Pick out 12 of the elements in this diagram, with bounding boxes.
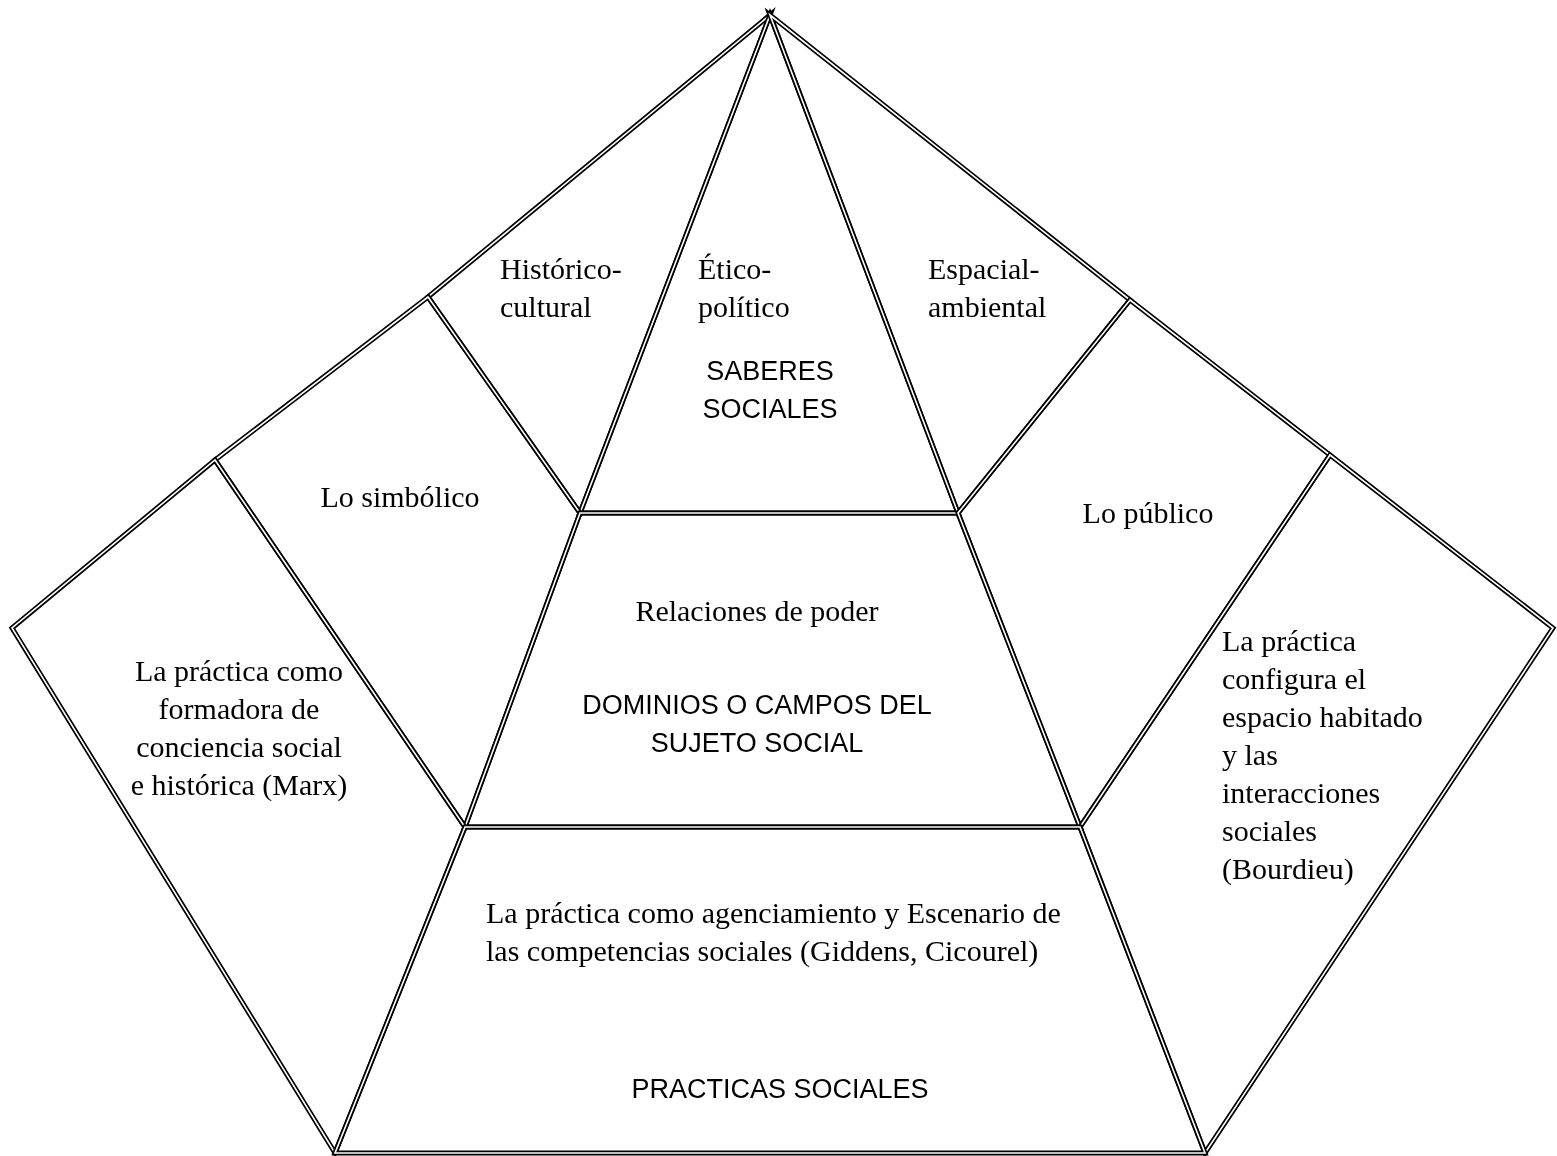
region-label: Espacial-ambiental [928, 251, 1048, 325]
region-label: Lo simbólico [319, 479, 481, 515]
region-title: DOMINIOS O CAMPOS DEL SUJETO SOCIAL [581, 689, 933, 760]
region-label: La práctica como formadora de conciencia social e histórica (Marx) [129, 653, 349, 803]
region-label: Relaciones de poder [634, 593, 880, 629]
region-label: Ético-político [698, 251, 791, 325]
region-title: SABERES SOCIALES [701, 355, 839, 426]
region-title: PRACTICAS SOCIALES [630, 1073, 930, 1106]
region-label: La práctica configura el espacio habitado y las interacciones sociales (Bourdieu) [1222, 623, 1424, 887]
region-label: La práctica como agenciamiento y Escenario de las competencias sociales (Giddens, Cicourel) [486, 895, 1062, 969]
region-label: Histórico-cultural [500, 251, 623, 325]
region-label: Lo público [1081, 495, 1215, 531]
